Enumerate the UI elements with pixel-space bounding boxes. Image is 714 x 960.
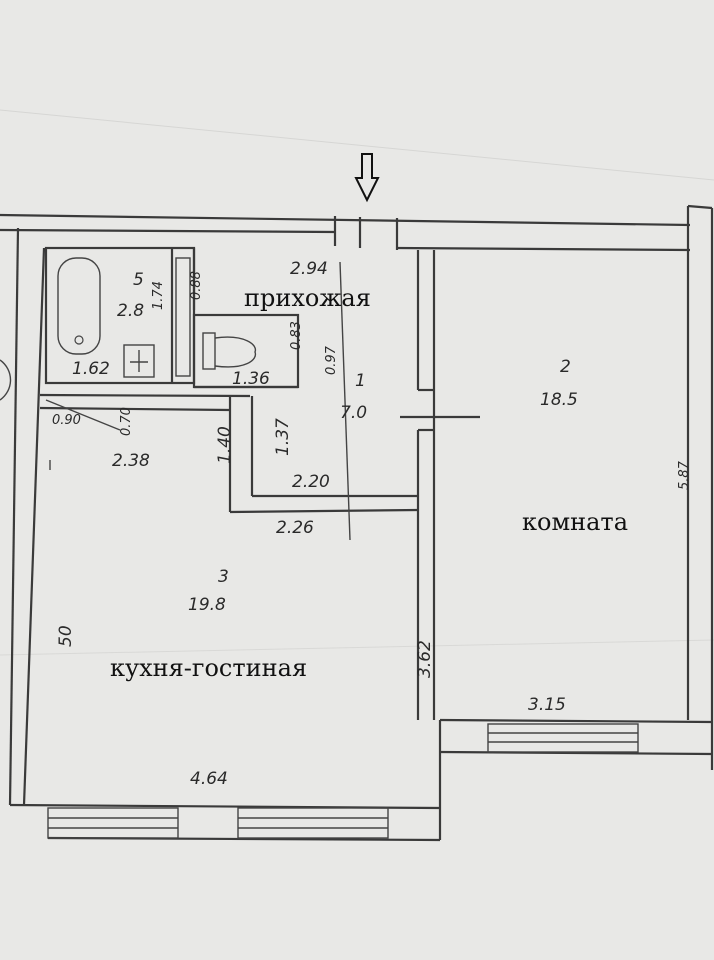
dim-kitchen-width: 4.64 [190,769,228,789]
room-area: 18.5 [540,390,578,410]
dim-wall-140: 1.40 [215,426,235,464]
interior-walls [39,246,480,720]
dim-wall-137: 1.37 [273,418,293,456]
dimension-lines [45,261,351,541]
label-hall: прихожая [244,284,371,312]
dim-kitchen-top: 2.38 [112,451,150,471]
bath-area: 2.8 [117,301,144,321]
label-room: комната [522,508,628,536]
entrance-arrow-icon [354,153,380,203]
paper-fold-line [0,109,714,181]
dim-kitchen-right: 3.62 [415,640,435,678]
dim-small-vert: 0.70 [119,407,134,436]
toilet-icon [202,332,257,370]
dim-toilet-side: 0.97 [324,345,339,375]
dim-corridor-upper: 2.20 [292,472,330,492]
dim-toilet-width: 1.36 [232,369,270,389]
window-room [487,723,639,753]
dim-bath-width: 1.62 [72,359,110,379]
shower-tray-icon [175,257,191,377]
hall-area: 7.0 [340,403,367,423]
dim-toilet-side2: 0.83 [289,321,304,350]
kitchen-area: 19.8 [188,595,226,615]
dim-bath-side: 1.74 [151,281,166,310]
dim-small-090: 0.90 [52,413,81,428]
dim-room-height: 5.87 [677,460,692,490]
dim-corridor-lower: 2.26 [276,518,314,538]
window-kitchen-right [237,807,389,839]
window-kitchen-left [47,807,179,839]
hall-number: 1 [355,371,366,391]
dim-left-edge: 50 [56,625,76,647]
dim-bath-side2: 0.88 [189,271,204,300]
room-number: 2 [560,357,571,377]
outer-walls [0,204,714,842]
bath-number: 5 [133,270,144,290]
kitchen-number: 3 [218,567,229,587]
paper-fold-line [0,639,714,656]
dim-room-width: 3.15 [528,695,566,715]
bathtub-icon [57,257,101,355]
sink-icon [123,344,155,378]
dim-hall-top: 2.94 [290,259,328,279]
label-kitchen: кухня-гостиная [110,654,307,682]
